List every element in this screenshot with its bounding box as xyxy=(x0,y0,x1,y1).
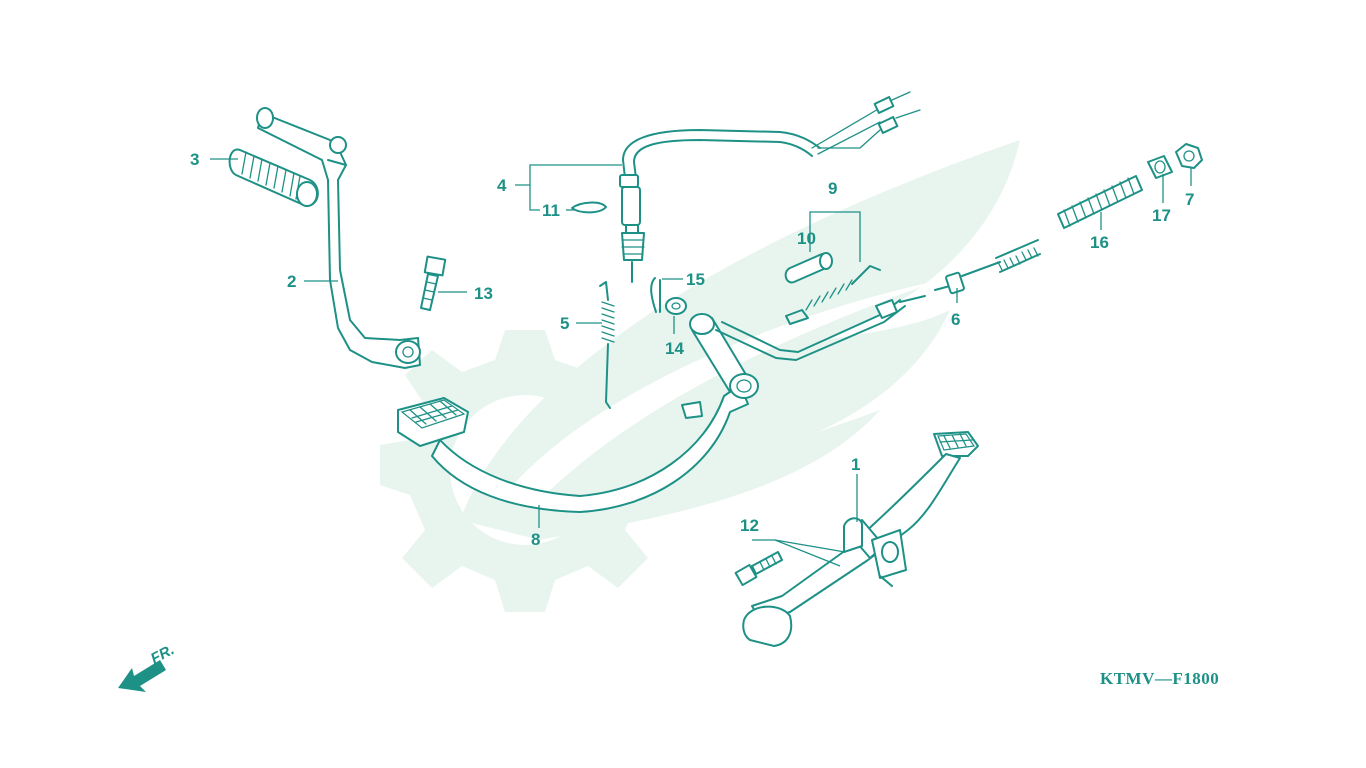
arrow-down-left-icon xyxy=(118,660,166,692)
front-direction-label: FR. xyxy=(148,641,177,667)
adjusting-nut xyxy=(1175,143,1203,169)
kick-starter-arm xyxy=(256,107,421,369)
brake-light-spring xyxy=(599,281,615,409)
washer-14 xyxy=(665,297,687,315)
callout-16: 16 xyxy=(1090,233,1109,252)
callout-5: 5 xyxy=(560,314,569,333)
rod-sleeve xyxy=(784,252,833,284)
callout-4: 4 xyxy=(497,176,507,195)
callout-9: 9 xyxy=(828,179,837,198)
clip-11 xyxy=(571,201,607,214)
main-stand xyxy=(742,431,979,647)
callout-2: 2 xyxy=(287,272,296,291)
brake-adjuster-pin xyxy=(934,239,1041,295)
leader-lines xyxy=(210,158,1192,567)
callout-17: 17 xyxy=(1152,206,1171,225)
bolt-13 xyxy=(420,255,447,311)
callout-10: 10 xyxy=(797,229,816,248)
callout-11: 11 xyxy=(542,201,560,220)
kick-rubber-grip xyxy=(228,148,319,207)
callout-8: 8 xyxy=(531,530,540,549)
callout-1: 1 xyxy=(851,455,860,474)
callout-14: 14 xyxy=(665,339,684,358)
callout-3: 3 xyxy=(190,150,199,169)
joint-17 xyxy=(1147,155,1173,179)
callout-7: 7 xyxy=(1185,190,1194,209)
rod-spring xyxy=(785,265,881,325)
brake-pedal xyxy=(397,313,759,513)
diagram-code: KTMV—F1800 xyxy=(1100,669,1219,688)
callout-6: 6 xyxy=(951,310,960,329)
brake-switch-cable xyxy=(619,91,921,283)
callout-15: 15 xyxy=(686,270,705,289)
callout-13: 13 xyxy=(474,284,493,303)
cotter-pin-15 xyxy=(650,277,661,313)
callout-12: 12 xyxy=(740,516,759,535)
bolt-12 xyxy=(734,551,783,587)
gear-wing-watermark xyxy=(380,140,1020,612)
brake-rod xyxy=(715,295,926,361)
return-spring xyxy=(1057,175,1143,229)
